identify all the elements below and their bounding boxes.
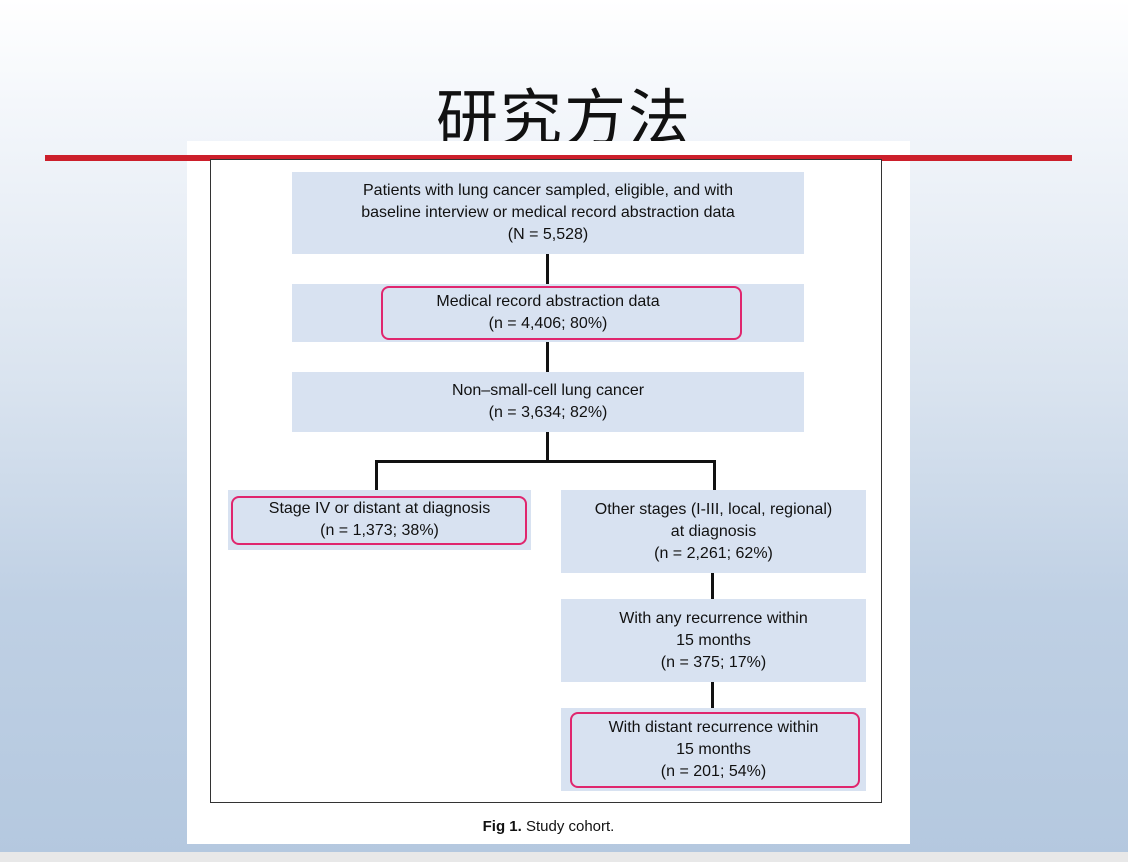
box-total-patients-line-2: baseline interview or medical record abs… [361, 204, 735, 221]
connector-medical-nsclc [546, 342, 549, 372]
connector-recurrence-distant [711, 682, 714, 708]
figure-caption: Fig 1. Study cohort. [187, 818, 910, 835]
box-any-recurrence-line-2: 15 months [676, 631, 751, 649]
box-distant-recurrence-line-1: With distant recurrence within [608, 718, 819, 736]
box-any-recurrence: With any recurrence within 15 months (n … [561, 599, 866, 682]
box-any-recurrence-line-1: With any recurrence within [619, 609, 808, 627]
connector-nsclc-split [546, 432, 549, 462]
box-medical-record-line-1: Medical record abstraction data [436, 293, 660, 310]
box-other-stages: Other stages (I-III, local, regional) at… [561, 490, 866, 573]
highlight-medical-record [381, 286, 742, 340]
box-medical-record: Medical record abstraction data (n = 4,4… [292, 284, 804, 342]
box-total-patients-line-3: (N = 5,528) [507, 226, 589, 243]
box-nsclc-line-2: (n = 3,634; 82%) [488, 404, 608, 421]
box-other-stages-line-2: at diagnosis [670, 522, 757, 540]
box-other-stages-line-1: Other stages (I-III, local, regional) [594, 500, 833, 518]
connector-to-other [713, 460, 716, 490]
bottom-strip [0, 852, 1128, 862]
box-distant-recurrence-line-2: 15 months [676, 740, 751, 758]
box-stage-iv: Stage IV or distant at diagnosis (n = 1,… [228, 490, 531, 550]
box-medical-record-line-2: (n = 4,406; 80%) [488, 315, 608, 332]
box-distant-recurrence: With distant recurrence within 15 months… [561, 708, 866, 791]
highlight-distant-recurrence [570, 712, 860, 788]
connector-root-medical [546, 254, 549, 284]
box-nsclc-line-1: Non–small-cell lung cancer [451, 382, 645, 399]
box-any-recurrence-line-3: (n = 375; 17%) [660, 653, 767, 671]
figure-caption-label: Fig 1. [482, 818, 522, 835]
connector-other-recurrence [711, 573, 714, 599]
title-underline [45, 155, 1072, 161]
connector-to-stage4 [375, 460, 378, 490]
box-total-patients: Patients with lung cancer sampled, eligi… [292, 172, 804, 254]
box-total-patients-line-1: Patients with lung cancer sampled, eligi… [363, 182, 733, 199]
figure-caption-text: Study cohort. [521, 818, 615, 835]
box-distant-recurrence-line-3: (n = 201; 54%) [660, 762, 767, 780]
box-nsclc: Non–small-cell lung cancer (n = 3,634; 8… [292, 372, 804, 432]
box-stage-iv-line-2: (n = 1,373; 38%) [320, 522, 439, 539]
box-stage-iv-line-1: Stage IV or distant at diagnosis [268, 500, 491, 517]
box-other-stages-line-3: (n = 2,261; 62%) [654, 544, 773, 562]
connector-horizontal-split [375, 460, 716, 463]
highlight-stage-iv [231, 496, 527, 545]
